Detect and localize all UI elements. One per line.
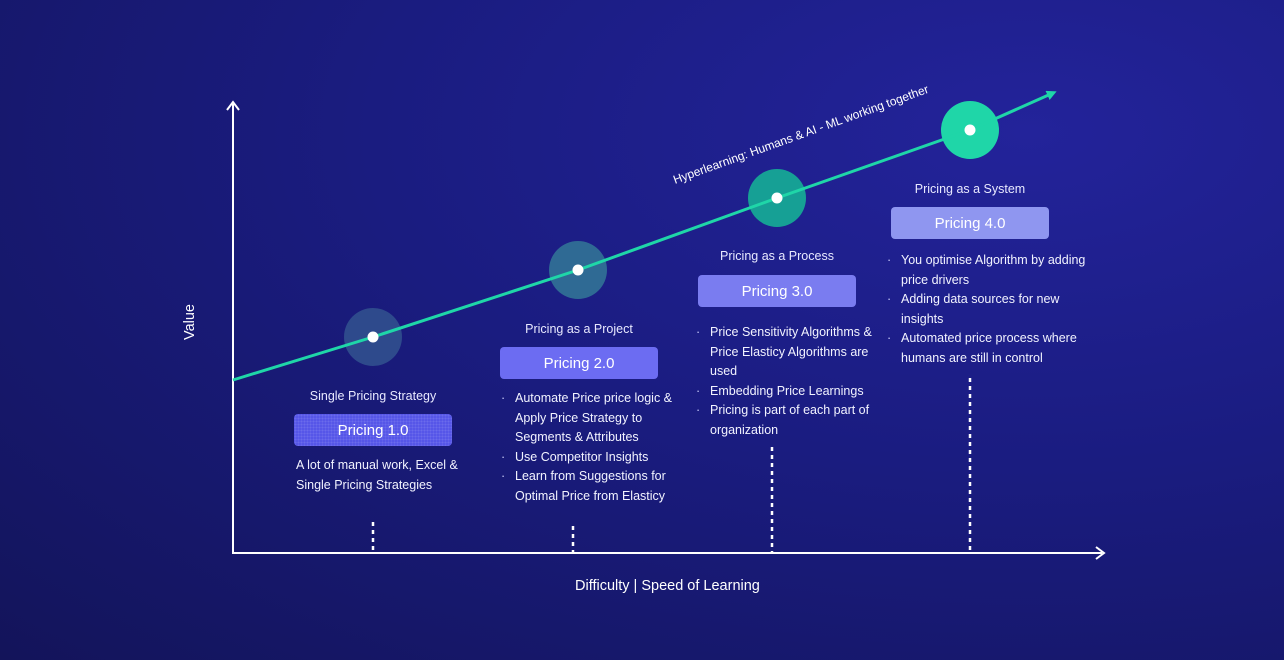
stage-4-pill: Pricing 4.0 [891,207,1049,239]
stage-2-title: Pricing as a Project [525,322,633,336]
curve-label: Hyperlearning: Humans & AI - ML working … [671,82,930,187]
stage-3-point [771,192,783,204]
stage-2-bullet: Automate Price price logic & Apply Price… [501,389,687,448]
stage-2-point [572,264,584,276]
stage-4-bullet: Automated price process where humans are… [887,329,1092,368]
stage-3-bullets: Price Sensitivity Algorithms & Price Ela… [696,323,876,440]
stage-2-bullet: Learn from Suggestions for Optimal Price… [501,467,687,506]
stage-1-point [367,331,379,343]
stage-4-bullet: Adding data sources for new insights [887,290,1092,329]
stage-3-bullet: Pricing is part of each part of organiza… [696,401,876,440]
stage-4-bullet: You optimise Algorithm by adding price d… [887,251,1092,290]
stage-4-point [964,124,976,136]
stage-2-pill: Pricing 2.0 [500,347,658,379]
stage-2-bullet: Use Competitor Insights [501,448,687,468]
stage-4-bullets: You optimise Algorithm by adding price d… [887,251,1092,368]
x-axis-label: Difficulty | Speed of Learning [575,578,760,594]
stage-1-title: Single Pricing Strategy [309,389,437,403]
stage-2-bullets: Automate Price price logic & Apply Price… [501,389,687,506]
stage-1-description: A lot of manual work, Excel & Single Pri… [296,458,458,492]
stage-1-pill: Pricing 1.0 [294,414,452,446]
y-axis-arrow-icon [226,100,240,111]
stage-3-bullet: Embedding Price Learnings [696,382,876,402]
hyperlearning-curve [232,90,1057,382]
y-axis-label: Value [182,304,198,341]
stage-4-title: Pricing as a System [914,182,1026,196]
stage-3-title: Pricing as a Process [720,249,834,263]
stage-3-pill: Pricing 3.0 [698,275,856,307]
stage-3-bullet: Price Sensitivity Algorithms & Price Ela… [696,323,876,382]
x-axis-arrow-icon [1095,546,1106,560]
